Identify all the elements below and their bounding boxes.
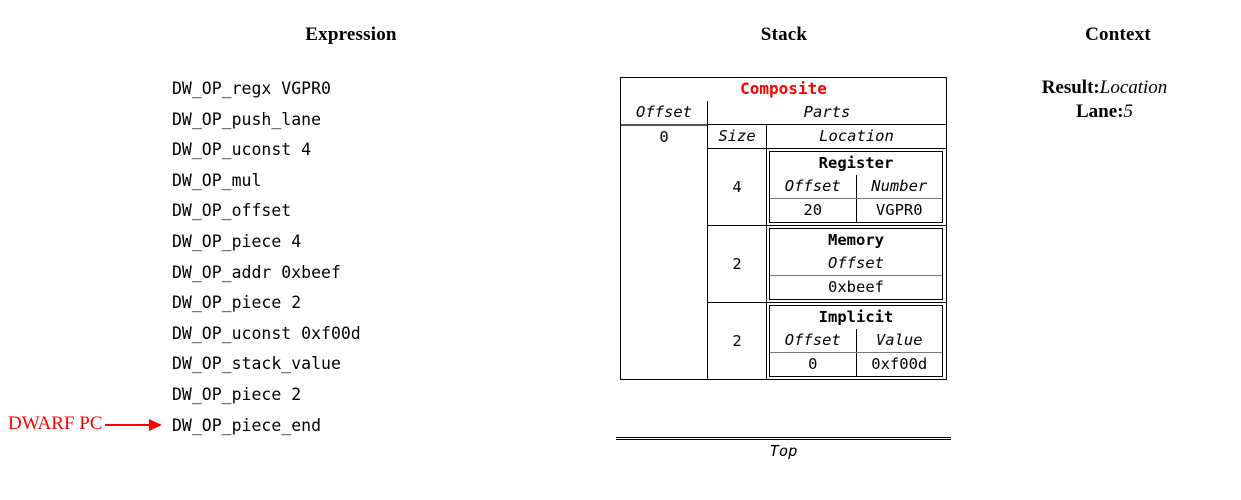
expression-operation: DW_OP_addr 0xbeef bbox=[172, 262, 341, 282]
stack-top-marker: Top bbox=[616, 437, 951, 460]
context-key: Result: bbox=[1041, 77, 1100, 98]
location-kind-title: Implicit bbox=[818, 308, 894, 326]
context-row-lane: Lane:5 bbox=[968, 100, 1241, 124]
context-value: 5 bbox=[1123, 101, 1134, 122]
page-title-stack: Stack bbox=[760, 24, 808, 45]
location-table-memory: Memory Offset 0xbeef bbox=[769, 228, 943, 300]
context-key: Lane: bbox=[1076, 101, 1124, 122]
expression-operation: DW_OP_regx VGPR0 bbox=[172, 79, 331, 98]
composite-offset-value: 0 bbox=[659, 128, 669, 146]
location-column-header: Offset bbox=[828, 254, 884, 272]
expression-operation: DW_OP_stack_value bbox=[172, 354, 341, 374]
location-header-row: Offset Number bbox=[770, 175, 942, 198]
location-kind-title: Memory bbox=[828, 231, 884, 249]
composite-offset-column: Offset 0 bbox=[621, 101, 708, 379]
location-column-header: Offset bbox=[784, 331, 841, 349]
location-header-row: Offset Value bbox=[770, 329, 942, 352]
stack-top-label: Top bbox=[769, 442, 798, 460]
location-column-header: Value bbox=[855, 329, 943, 352]
composite-parts-header: Parts bbox=[803, 103, 851, 121]
page-title-expression: Expression bbox=[305, 24, 397, 45]
location-cell-value: 0xbeef bbox=[770, 275, 942, 299]
part-location-cell: Implicit Offset Value 0 0xf00d bbox=[767, 303, 946, 379]
composite-part-row: 2 Memory Offset 0xbeef bbox=[708, 225, 946, 302]
expression-operation: DW_OP_piece_end bbox=[172, 415, 322, 435]
part-size-value: 2 bbox=[708, 226, 767, 302]
dwarf-pc-label: DWARF PC bbox=[8, 413, 103, 434]
page-title-context: Context bbox=[1085, 24, 1151, 45]
expression-operation: DW_OP_piece 2 bbox=[172, 384, 302, 404]
stack-top-rule bbox=[616, 437, 951, 440]
location-table-implicit: Implicit Offset Value 0 0xf00d bbox=[769, 305, 943, 377]
part-location-cell: Register Offset Number 20 VGPR0 bbox=[767, 149, 946, 225]
dwarf-pc-marker: DWARF PC bbox=[8, 413, 162, 435]
composite-body: Offset 0 Parts Size Location 4 Register … bbox=[621, 101, 946, 379]
composite-parts-subheader: Size Location bbox=[708, 124, 946, 148]
expression-operation: DW_OP_uconst 4 bbox=[172, 140, 312, 160]
expression-operation: DW_OP_piece 4 bbox=[172, 231, 302, 251]
parts-size-header: Size bbox=[708, 125, 767, 148]
expression-operation: DW_OP_offset bbox=[172, 201, 292, 221]
composite-parts-column: Parts Size Location 4 Register Offset Nu… bbox=[708, 101, 946, 379]
part-size-value: 4 bbox=[708, 149, 767, 225]
expression-operation: DW_OP_push_lane bbox=[172, 109, 322, 129]
location-kind-title: Register bbox=[818, 154, 894, 172]
location-column-header: Offset bbox=[784, 177, 841, 195]
location-column-header: Number bbox=[855, 175, 943, 198]
arrow-right-icon bbox=[104, 419, 162, 431]
context-row-result: Result:Location bbox=[968, 76, 1241, 100]
location-cell-value: 0 bbox=[808, 355, 818, 373]
composite-offset-filler bbox=[621, 149, 707, 379]
composite-offset-header: Offset bbox=[621, 101, 707, 126]
stack-entry-composite: Composite Offset 0 Parts Size Location 4… bbox=[620, 77, 947, 380]
location-table-register: Register Offset Number 20 VGPR0 bbox=[769, 151, 943, 223]
location-cell-value: 20 bbox=[803, 201, 823, 219]
expression-operation: DW_OP_piece 2 bbox=[172, 293, 302, 313]
location-cell-value: 0xf00d bbox=[855, 353, 943, 376]
location-cell-value: VGPR0 bbox=[855, 199, 943, 222]
context-block: Result:Location Lane:5 bbox=[968, 76, 1241, 124]
stack-entry-kind-title: Composite bbox=[740, 79, 827, 98]
part-location-cell: Memory Offset 0xbeef bbox=[767, 226, 946, 302]
expression-operation: DW_OP_mul bbox=[172, 170, 262, 190]
composite-part-row: 2 Implicit Offset Value 0 0xf00d bbox=[708, 302, 946, 379]
expression-operation: DW_OP_uconst 0xf00d bbox=[172, 323, 361, 343]
location-value-row: 20 VGPR0 bbox=[770, 198, 942, 222]
location-value-row: 0 0xf00d bbox=[770, 352, 942, 376]
composite-part-row: 4 Register Offset Number 20 VGPR0 bbox=[708, 148, 946, 225]
part-size-value: 2 bbox=[708, 303, 767, 379]
context-value: Location bbox=[1099, 77, 1168, 98]
expression-listing: DW_OP_regx VGPR0 DW_OP_push_lane DW_OP_u… bbox=[172, 74, 361, 441]
parts-location-header: Location bbox=[819, 127, 894, 145]
